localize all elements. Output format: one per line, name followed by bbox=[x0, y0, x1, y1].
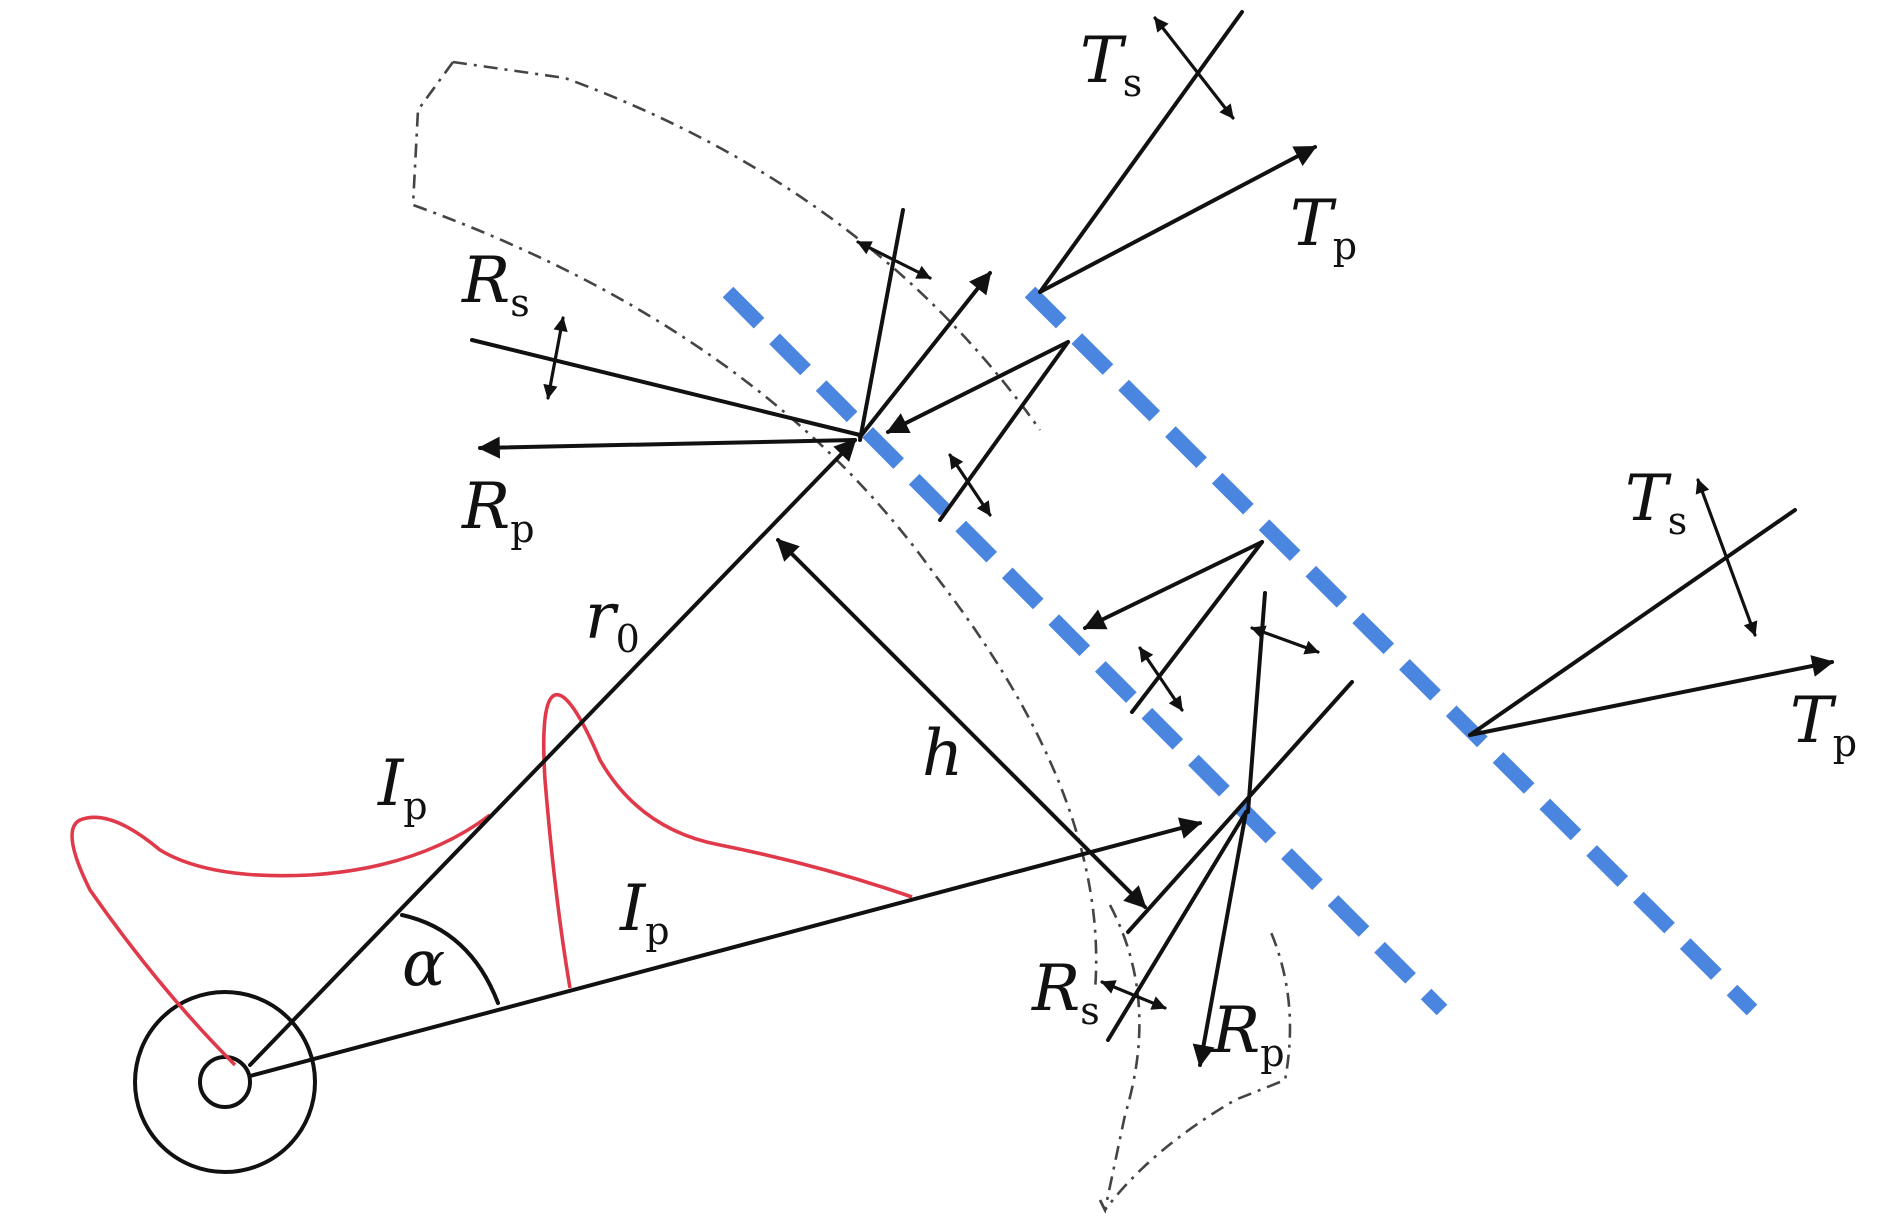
transmitted-upper-inner bbox=[858, 271, 992, 439]
distance-h-arrow bbox=[776, 538, 1147, 909]
upper-outline-top bbox=[452, 60, 1042, 431]
normal-upper-polarization bbox=[856, 240, 932, 280]
label-h: h bbox=[922, 717, 963, 791]
upper-outline bbox=[411, 61, 1098, 991]
reflected-p-lower bbox=[1192, 810, 1248, 1068]
Ts-top-polarization bbox=[1153, 16, 1235, 120]
label-Ip-upper: Ip bbox=[377, 747, 428, 828]
Ts-top-ray bbox=[1038, 10, 1244, 294]
back-ray-upper-s bbox=[938, 340, 1070, 522]
intensity-profile-lower bbox=[541, 692, 913, 989]
middle-back-ray bbox=[1083, 540, 1264, 630]
label-Rp-bottom: Rp bbox=[1211, 994, 1285, 1075]
label-Rs-left: Rs bbox=[461, 244, 530, 325]
label-Ip-lower: Ip bbox=[619, 872, 670, 953]
label-alpha: α bbox=[402, 927, 445, 1001]
slab-outline bbox=[411, 60, 1292, 1214]
back-ray-upper bbox=[886, 340, 1070, 434]
lower-outline bbox=[1098, 904, 1141, 1214]
normal-lower-polarization bbox=[1250, 625, 1320, 655]
Rs-lower-polarization bbox=[1100, 980, 1167, 1010]
middle-back-polarization bbox=[1138, 646, 1184, 712]
inner-interface bbox=[722, 286, 1448, 1016]
back-ray-upper-polarization bbox=[948, 453, 992, 517]
Ts-right-polarization bbox=[1695, 478, 1758, 637]
intensity-profile-upper bbox=[70, 813, 492, 1067]
angle-arc bbox=[400, 913, 500, 1005]
Tp-right-ray bbox=[1468, 655, 1835, 737]
lower-slope-line bbox=[1126, 680, 1354, 934]
Tp-top-ray bbox=[1038, 145, 1317, 294]
middle-back-ray-s bbox=[1130, 540, 1264, 714]
label-Ts-right: Ts bbox=[1625, 462, 1687, 543]
ray-upper bbox=[248, 438, 857, 1067]
reflected-p-upper bbox=[477, 436, 857, 459]
label-Ts-top: Ts bbox=[1080, 24, 1142, 105]
Rs-upper-polarization bbox=[543, 316, 568, 400]
source-inner-circle bbox=[198, 1055, 252, 1109]
label-Rp-left: Rp bbox=[461, 470, 535, 551]
label-Tp-right: Tp bbox=[1790, 684, 1857, 765]
label-Tp-top: Tp bbox=[1290, 187, 1357, 268]
source-outer-circle bbox=[133, 990, 317, 1174]
outer-interface bbox=[1024, 286, 1758, 1016]
label-Rs-bottom: Rs bbox=[1031, 952, 1100, 1033]
label-r0: r0 bbox=[585, 580, 640, 661]
reflected-s-upper bbox=[470, 338, 862, 437]
